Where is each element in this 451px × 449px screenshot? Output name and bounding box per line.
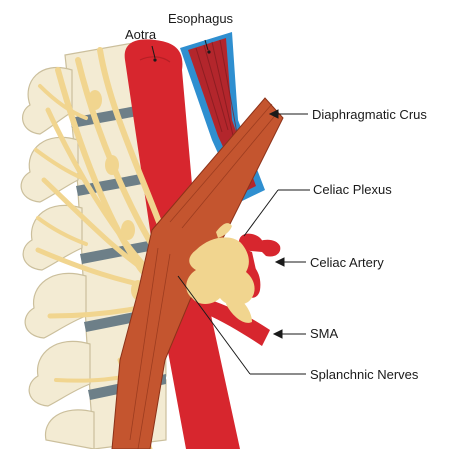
- sma-label: SMA: [310, 327, 338, 340]
- aorta-label: Aotra: [125, 28, 156, 41]
- esophagus-label: Esophagus: [168, 12, 233, 25]
- celiac-artery-label: Celiac Artery: [310, 256, 384, 269]
- splanchnic-nerves-label: Splanchnic Nerves: [310, 368, 418, 381]
- celiac-plexus-label: Celiac Plexus: [313, 183, 392, 196]
- esophagus-marker: [207, 50, 210, 53]
- diaphragmatic-crus-label: Diaphragmatic Crus: [312, 108, 427, 121]
- aorta-marker: [153, 58, 156, 61]
